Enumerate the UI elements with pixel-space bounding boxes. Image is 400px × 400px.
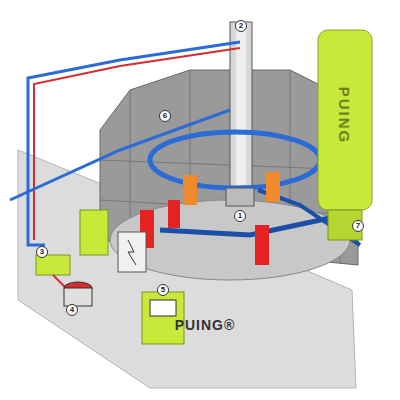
callout-number: 7 <box>352 220 364 232</box>
callout-number: 1 <box>234 210 246 222</box>
spray-gun <box>183 175 197 205</box>
callout-number: 3 <box>36 246 48 258</box>
exhaust-duct <box>160 218 330 235</box>
ring-duct <box>150 132 320 188</box>
powder-centre <box>36 255 70 275</box>
brand-text: PUING <box>336 86 353 144</box>
brand-text: PUING® <box>175 317 236 333</box>
lift-column <box>230 22 252 187</box>
callout-number: 2 <box>235 20 247 32</box>
callout-number: 6 <box>159 110 171 122</box>
callout-number: 4 <box>66 304 78 316</box>
spray-gun <box>255 225 269 265</box>
callout-number: 5 <box>157 284 169 296</box>
spray-gun <box>266 172 280 202</box>
cyclone <box>318 30 372 210</box>
electric-panel <box>80 210 108 255</box>
workpiece <box>226 188 254 206</box>
